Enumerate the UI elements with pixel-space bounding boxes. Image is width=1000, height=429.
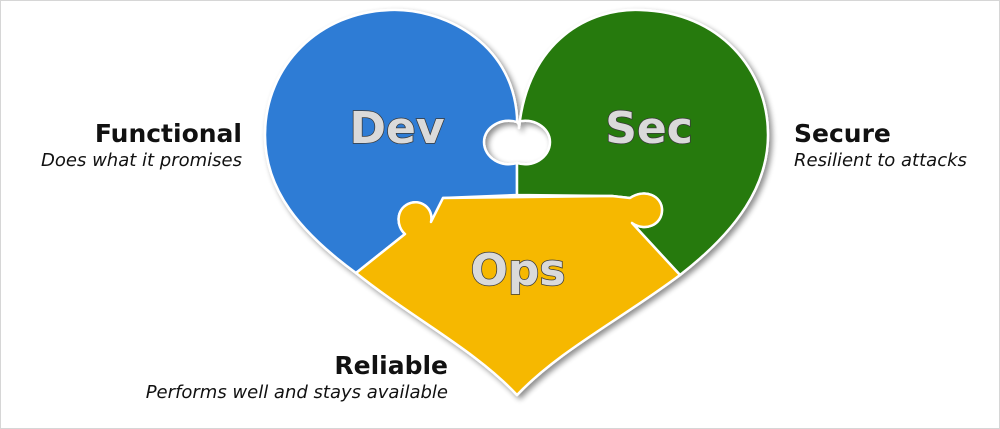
reliable-description: Performs well and stays available	[145, 382, 448, 403]
reliable-quality: Reliable Performs well and stays availab…	[146, 350, 448, 405]
sec-label: Sec	[605, 103, 693, 154]
sec-puzzle-piece	[515, 8, 770, 277]
reliable-title: Reliable	[334, 351, 448, 380]
ops-puzzle-piece	[354, 192, 682, 397]
functional-title: Functional	[94, 119, 242, 148]
secure-title: Secure	[794, 119, 891, 148]
functional-description: Does what it promises	[41, 150, 242, 171]
secure-description: Resilient to attacks	[794, 150, 967, 171]
dev-puzzle-piece	[263, 8, 519, 275]
secure-quality: Secure Resilient to attacks	[794, 118, 967, 173]
functional-quality: Functional Does what it promises	[41, 118, 242, 173]
dev-label: Dev	[349, 103, 444, 154]
ops-label: Ops	[470, 245, 565, 296]
